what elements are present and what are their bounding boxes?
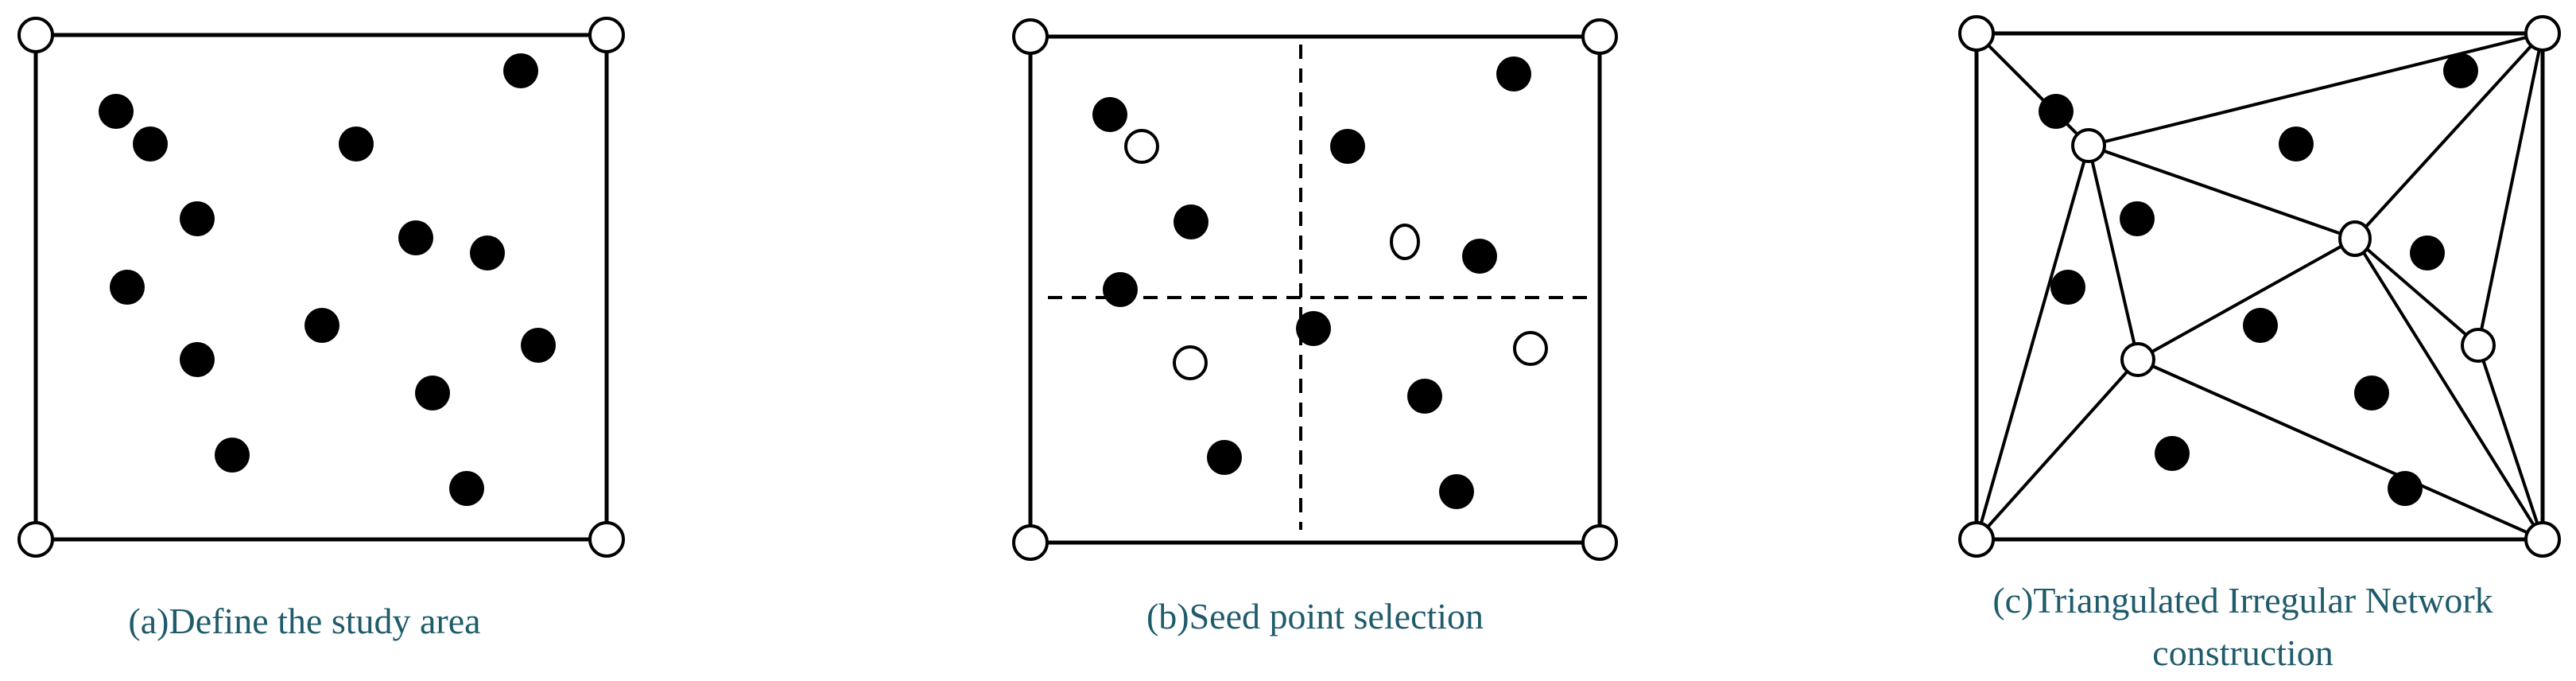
panel-b-corner-bottom-right xyxy=(1581,524,1618,561)
panel-c-corner-top-right xyxy=(2524,15,2561,52)
panel-c-tin-edge xyxy=(2353,32,2544,240)
panel-a-sample-point xyxy=(180,201,215,236)
panel-c-sample-point xyxy=(2354,376,2389,411)
panel-c-corner-bottom-left xyxy=(1958,521,1995,558)
panel-c-tin-edge xyxy=(1975,358,2140,541)
panel-a-study-area-boundary xyxy=(33,33,609,542)
panel-c-sample-point xyxy=(2120,201,2155,236)
panel-a: (a)Define the study area xyxy=(17,17,625,641)
panel-a-sample-point xyxy=(415,376,450,411)
panel-b-seed-point xyxy=(1124,129,1159,164)
panel-a-sample-point xyxy=(215,438,250,473)
panel-c-corner-markers xyxy=(1958,15,2561,558)
panel-b-sample-point xyxy=(1496,56,1531,91)
panel-b-sample-point xyxy=(1407,379,1442,414)
panel-c-tin-edge xyxy=(2088,144,2356,240)
panel-c-sample-point xyxy=(2443,53,2478,88)
panel-a-sample-point xyxy=(521,328,556,363)
panel-b-sample-point xyxy=(1462,239,1497,274)
panel-a-corner-markers xyxy=(17,17,625,558)
panel-a-sample-point xyxy=(339,126,374,161)
panel-c-sample-point xyxy=(2155,436,2190,471)
panel-b-sample-point xyxy=(1174,204,1208,239)
panel-c-tin-edge xyxy=(1975,145,2090,540)
panel-b-quadrant-divider xyxy=(1048,45,1589,530)
panel-c-corner-top-left xyxy=(1958,15,1995,52)
panel-a-sample-point xyxy=(449,471,484,506)
panel-b-sample-point xyxy=(1439,474,1474,509)
panel-c-sample-point xyxy=(2050,270,2085,305)
panel-c-sample-point xyxy=(2279,126,2314,161)
panel-c-tin-edge xyxy=(1975,32,2090,147)
panel-b-sample-point xyxy=(1092,97,1127,132)
panel-a-sample-point xyxy=(398,220,433,255)
panel-c-sample-point xyxy=(2243,308,2278,343)
panel-c-tin-edge xyxy=(2477,33,2544,346)
panel-c-seed-point xyxy=(2071,128,2106,163)
panel-b-corner-markers xyxy=(1012,18,1618,561)
panel-a-caption: (a)Define the study area xyxy=(128,601,480,641)
panel-c-tin-edge xyxy=(2087,145,2140,360)
panel-b-sample-point xyxy=(1103,272,1138,307)
panel-a-sample-point xyxy=(470,235,505,270)
panel-b-sample-point xyxy=(1296,311,1331,346)
panel-c: (c)Triangulated Irregular Network constr… xyxy=(1958,15,2561,673)
panel-a-sample-point xyxy=(133,126,168,161)
panel-c-tin-edge xyxy=(2137,237,2356,361)
panel-c-seed-points xyxy=(2071,128,2496,377)
panel-c-study-area-boundary xyxy=(1974,31,2545,542)
panel-b-sample-point xyxy=(1207,440,1242,475)
panel-c-tin-edge xyxy=(2353,237,2544,541)
panel-b-seed-point xyxy=(1390,224,1420,260)
panel-b-study-area-boundary xyxy=(1028,34,1602,545)
panel-c-seed-point xyxy=(2120,342,2155,377)
panel-c-tin-edge xyxy=(2477,344,2544,540)
panel-b-seed-point xyxy=(1173,345,1208,380)
panel-a-corner-bottom-right xyxy=(588,521,625,558)
panel-c-seed-point xyxy=(2338,220,2372,257)
panel-b-sample-point xyxy=(1330,129,1365,164)
panel-c-sample-point xyxy=(2410,235,2445,270)
panel-c-corner-bottom-right xyxy=(2524,521,2561,558)
panel-b-corner-top-right xyxy=(1581,18,1618,55)
panel-c-tin-edge xyxy=(2137,358,2543,541)
panel-c-caption-line-2: construction xyxy=(2152,632,2333,673)
panel-c-tin-edge xyxy=(2353,237,2480,347)
panel-b-sample-points xyxy=(1092,56,1531,509)
panel-a-sample-point xyxy=(503,53,538,88)
panel-b-corner-top-left xyxy=(1012,18,1049,55)
panel-c-seed-point xyxy=(2461,328,2496,363)
panel-b-seed-points xyxy=(1124,129,1548,380)
panel-c-caption-line-1: (c)Triangulated Irregular Network xyxy=(1992,580,2493,621)
panel-b-corner-bottom-left xyxy=(1012,524,1049,561)
panel-a-corner-top-right xyxy=(588,17,625,53)
panel-b: (b)Seed point selection xyxy=(1012,18,1618,636)
panel-c-sample-point xyxy=(2388,471,2423,506)
panel-a-sample-point xyxy=(99,94,134,129)
panel-b-seed-point xyxy=(1513,331,1548,366)
panel-c-sample-points xyxy=(2039,53,2478,506)
panel-a-sample-point xyxy=(180,342,215,377)
panel-b-caption: (b)Seed point selection xyxy=(1146,596,1484,636)
panel-c-tin-edges xyxy=(1975,32,2544,541)
panel-a-sample-point xyxy=(305,308,339,343)
panel-a-sample-points xyxy=(99,53,556,506)
panel-a-corner-top-left xyxy=(17,17,54,53)
panel-c-tin-edge xyxy=(2088,32,2543,147)
panel-a-corner-bottom-left xyxy=(17,521,54,558)
panel-a-sample-point xyxy=(110,270,145,305)
panel-c-sample-point xyxy=(2039,94,2074,129)
